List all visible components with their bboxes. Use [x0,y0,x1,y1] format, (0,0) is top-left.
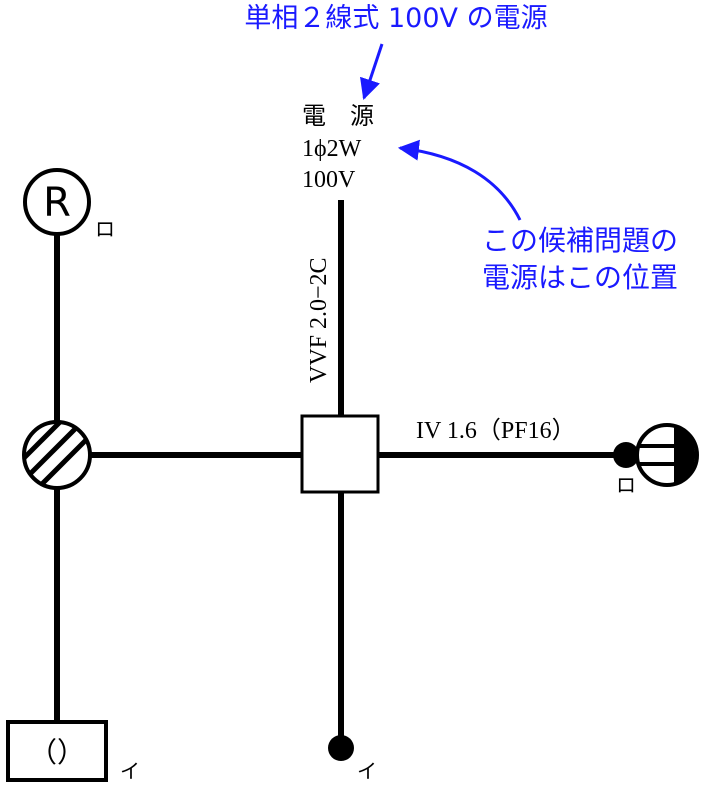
side-annotation-line1: この候補問題の [482,224,678,257]
side-annotation-line2: 電源はこの位置 [482,261,678,294]
power-source-label: 電 源 [302,103,374,130]
top-annotation: 単相２線式 100V の電源 [244,3,547,34]
switch-box-circuit-label: イ [120,759,140,783]
top-annotation-arrow [360,43,384,100]
ceiling-lamp-icon [635,423,699,487]
switch-box-symbol: （） [29,736,85,769]
side-annotation-arrow [397,139,522,221]
right-lamp-circuit-label: ロ [616,473,636,497]
vertical-cable-label: VVF 2.0−2C [306,257,332,383]
switch-box-icon [6,720,108,782]
power-source-phase: 1ϕ2W [302,136,362,162]
bottom-terminal-dot [328,735,354,761]
receptacle-r-icon [23,168,91,236]
receptacle-circuit-label: ロ [95,217,115,241]
power-source-voltage: 100V [302,167,356,193]
right-terminal-dot [613,442,639,468]
horizontal-cable-label: IV 1.6（PF16） [416,418,576,444]
bottom-terminal-circuit-label: イ [357,759,377,783]
junction-box-icon [300,414,380,494]
receptacle-letter: R [43,180,71,226]
hatched-lamp-icon [22,420,92,490]
